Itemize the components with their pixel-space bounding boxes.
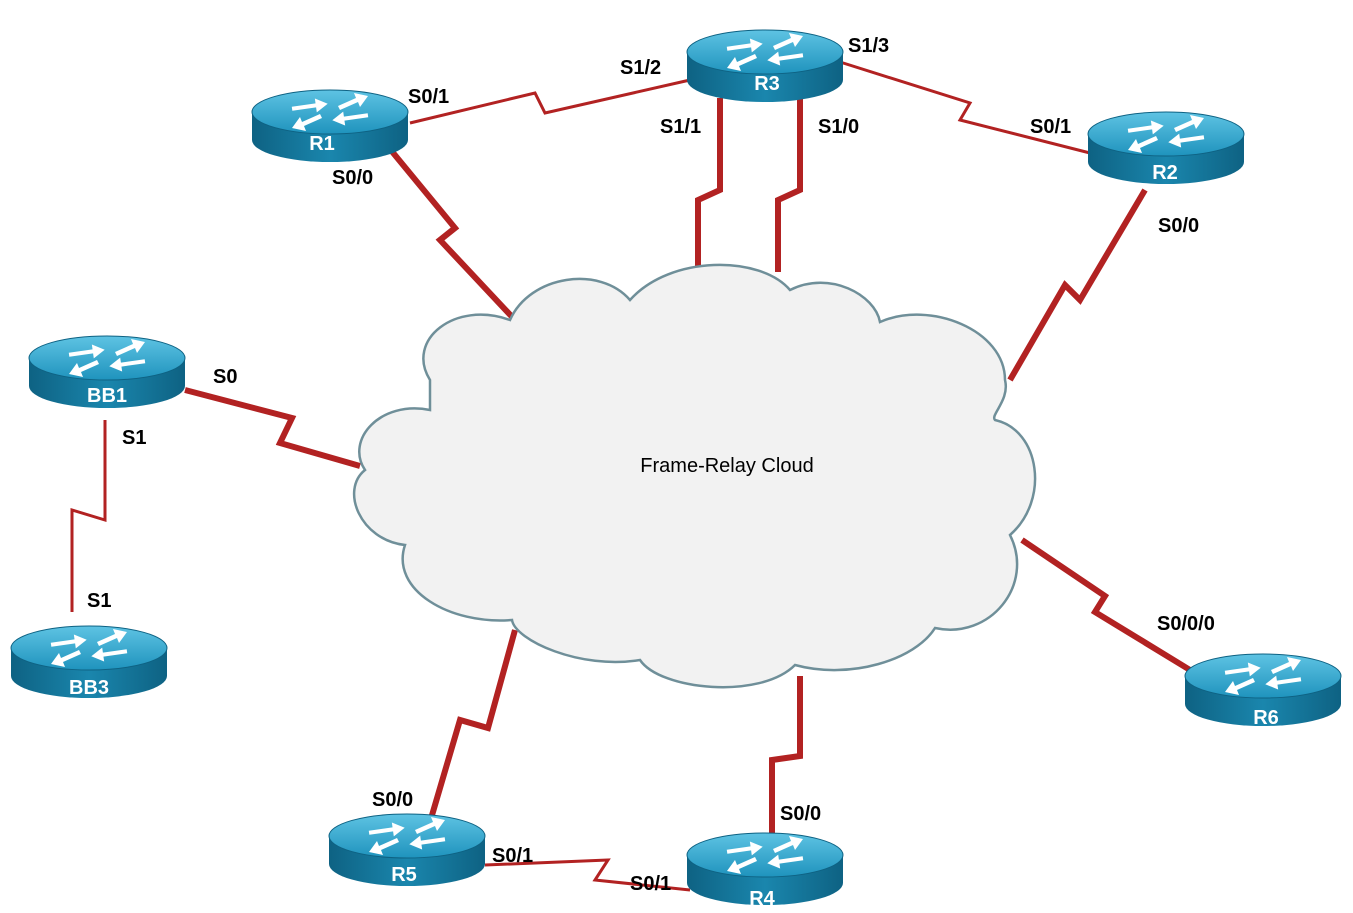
link-r3-s11-cloud [695,98,723,272]
router-r1[interactable]: R1 [251,89,409,163]
router-label-bb3: BB3 [69,677,109,699]
link-r5-r4 [484,858,691,892]
router-r4[interactable]: R4 [686,832,844,910]
router-bb1[interactable]: BB1 [28,335,186,409]
link-cloud-r5 [427,629,518,823]
iface-bb1-s1: S1 [122,427,146,449]
iface-r3-s10: S1/0 [818,116,859,138]
iface-bb1-s0: S0 [213,366,237,388]
iface-r4-s01: S0/1 [630,873,671,895]
cloud-label: Frame-Relay Cloud [640,455,813,477]
iface-r6-s000: S0/0/0 [1157,613,1215,635]
router-label-r3: R3 [754,73,780,95]
router-label-r5: R5 [391,864,417,886]
router-label-r1: R1 [309,133,335,155]
link-r1-cloud [382,141,518,323]
iface-r3-s11: S1/1 [660,116,701,138]
iface-r2-s01: S0/1 [1030,116,1071,138]
link-bb1-cloud [184,387,361,469]
iface-r2-s00: S0/0 [1158,215,1199,237]
link-cloud-r4 [769,676,803,836]
router-label-r2: R2 [1152,162,1178,184]
links [70,60,1192,892]
cloud-shape [353,263,1037,689]
router-r3[interactable]: R3 [686,29,844,103]
link-r2-cloud [1007,188,1148,382]
router-bb3[interactable]: BB3 [10,625,168,699]
iface-r4-s00: S0/0 [780,803,821,825]
link-r1-r3 [409,78,691,125]
iface-r3-s12: S1/2 [620,57,661,79]
iface-r1-s00: S0/0 [332,167,373,189]
iface-r1-s01: S0/1 [408,86,449,108]
link-r3-r2 [839,60,1091,155]
link-bb1-bb3 [70,420,107,612]
link-cloud-r6 [1020,537,1192,673]
router-label-bb1: BB1 [87,385,127,407]
router-r2[interactable]: R2 [1087,111,1245,185]
iface-bb3-s1: S1 [87,590,111,612]
iface-r3-s13: S1/3 [848,35,889,57]
link-r3-s10-cloud [775,98,803,272]
iface-r5-s01: S0/1 [492,845,533,867]
router-label-r6: R6 [1253,707,1279,729]
router-r6[interactable]: R6 [1184,653,1342,729]
frame-relay-cloud: Frame-Relay Cloud [353,263,1037,689]
router-r5[interactable]: R5 [328,813,486,887]
interface-labels: S0/1 S0/0 S1/2 S1/3 S1/1 S1/0 S0/1 S0/0 … [87,35,1215,895]
router-label-r4: R4 [749,888,775,910]
iface-r5-s00: S0/0 [372,789,413,811]
